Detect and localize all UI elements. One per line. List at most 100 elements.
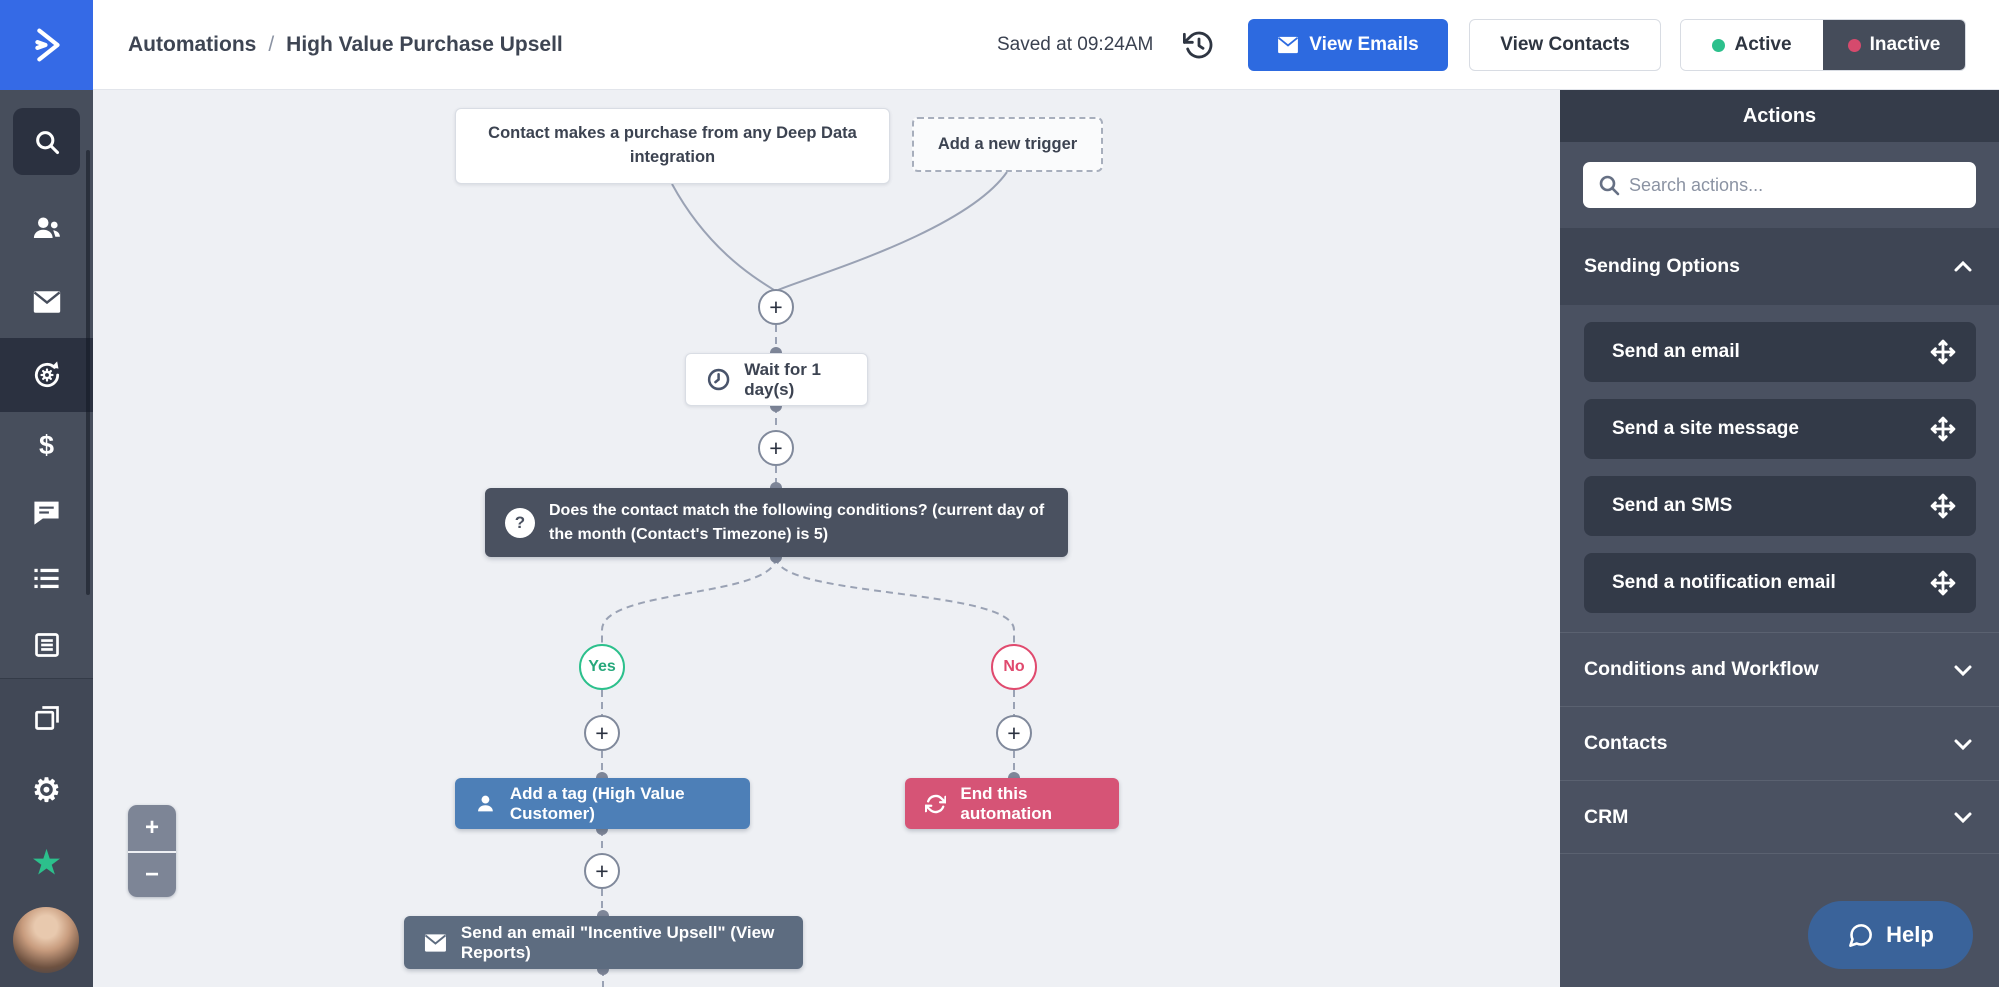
add-new-trigger-label: Add a new trigger: [937, 135, 1078, 153]
view-contacts-button[interactable]: View Contacts: [1469, 19, 1661, 71]
send-email-node[interactable]: Send an email "Incentive Upsell" (View R…: [404, 916, 803, 969]
yes-label: Yes: [588, 658, 616, 675]
actions-search-area: [1560, 142, 1999, 228]
condition-node[interactable]: ? Does the contact match the following c…: [485, 488, 1068, 557]
active-status-dot-icon: [1712, 38, 1726, 52]
wait-node[interactable]: Wait for 1 day(s): [685, 353, 868, 406]
branch-yes-node[interactable]: Yes: [579, 644, 625, 690]
plus-icon: +: [595, 857, 609, 884]
actions-panel-title: Actions: [1560, 90, 1999, 142]
page-title: High Value Purchase Upsell: [286, 33, 563, 56]
plus-icon: +: [769, 293, 783, 320]
sidebar-item-sites[interactable]: [0, 686, 93, 750]
sidebar-item-reports[interactable]: [0, 613, 93, 677]
breadcrumb: Automations / High Value Purchase Upsell: [128, 0, 563, 90]
add-tag-node[interactable]: Add a tag (High Value Customer): [455, 778, 750, 829]
section-label: Sending Options: [1584, 255, 1740, 277]
section-sending-options[interactable]: Sending Options: [1560, 228, 1999, 305]
chevron-down-icon: [1954, 812, 1972, 824]
drag-move-icon: [1930, 493, 1956, 519]
add-new-trigger-button[interactable]: Add a new trigger: [912, 117, 1103, 172]
report-icon: [34, 633, 59, 657]
main-nav-sidebar: $ ⚙ ★: [0, 90, 93, 987]
send-email-node-label: Send an email "Incentive Upsell" (View R…: [460, 922, 775, 962]
drag-move-icon: [1930, 339, 1956, 365]
trigger-node-label: Contact makes a purchase from any Deep D…: [488, 124, 857, 166]
plus-icon: +: [1007, 719, 1021, 746]
toggle-active-option[interactable]: Active: [1681, 20, 1823, 70]
chat-bubble-icon: [1849, 923, 1873, 947]
canvas-zoom-controls: + −: [128, 805, 176, 897]
section-conditions-workflow[interactable]: Conditions and Workflow: [1560, 632, 1999, 706]
action-item-send-notification-email[interactable]: Send a notification email: [1584, 553, 1976, 613]
settings-gear-icon: ⚙: [32, 772, 61, 808]
sidebar-item-lists[interactable]: [0, 546, 93, 610]
sidebar-item-automations[interactable]: [0, 343, 93, 407]
sidebar-item-settings[interactable]: ⚙: [0, 758, 93, 822]
history-icon: [1182, 31, 1213, 59]
sidebar-item-campaigns[interactable]: [0, 270, 93, 334]
sidebar-item-conversations[interactable]: [0, 480, 93, 544]
add-step-button-yes[interactable]: +: [584, 715, 620, 751]
minus-icon: −: [144, 861, 159, 888]
action-item-label: Send an email: [1612, 341, 1740, 362]
section-label: CRM: [1584, 805, 1629, 828]
help-label: Help: [1886, 922, 1934, 947]
add-step-button-no[interactable]: +: [996, 715, 1032, 751]
action-item-send-sms[interactable]: Send an SMS: [1584, 476, 1976, 536]
flow-canvas[interactable]: Contact makes a purchase from any Deep D…: [93, 90, 1560, 987]
question-mark-icon: ?: [505, 507, 535, 538]
sidebar-item-upgrade[interactable]: ★: [0, 830, 93, 894]
add-step-button-3[interactable]: +: [584, 853, 620, 889]
help-button[interactable]: Help: [1808, 901, 1973, 969]
sidebar-item-search[interactable]: [13, 108, 80, 175]
add-step-button-1[interactable]: +: [758, 289, 794, 325]
sidebar-item-contacts[interactable]: [0, 196, 93, 260]
envelope-icon: [1278, 36, 1299, 54]
inactive-status-dot-icon: [1847, 38, 1861, 52]
chevron-down-icon: [1954, 739, 1972, 750]
drag-move-icon: [1930, 416, 1956, 442]
condition-node-label: Does the contact match the following con…: [549, 501, 1045, 543]
deals-icon: $: [38, 429, 55, 460]
action-item-label: Send an SMS: [1612, 495, 1733, 516]
chevron-down-icon: [1954, 665, 1972, 676]
end-automation-label: End this automation: [960, 783, 1052, 823]
sidebar-scrollbar[interactable]: [86, 150, 90, 595]
section-contacts[interactable]: Contacts: [1560, 706, 1999, 780]
active-label: Active: [1734, 34, 1792, 55]
drag-move-icon: [1930, 570, 1956, 596]
inactive-label: Inactive: [1869, 34, 1941, 55]
star-icon: ★: [32, 844, 61, 880]
action-item-send-site-message[interactable]: Send a site message: [1584, 399, 1976, 459]
breadcrumb-separator: /: [268, 33, 275, 56]
trigger-node-deep-data-purchase[interactable]: Contact makes a purchase from any Deep D…: [455, 108, 890, 184]
top-header: Automations / High Value Purchase Upsell…: [0, 0, 1999, 90]
action-item-label: Send a site message: [1612, 418, 1799, 439]
revision-history-button[interactable]: [1182, 29, 1215, 61]
toggle-inactive-option[interactable]: Inactive: [1823, 20, 1965, 70]
search-actions-input[interactable]: [1583, 162, 1976, 208]
end-automation-node[interactable]: End this automation: [905, 778, 1119, 829]
add-step-button-2[interactable]: +: [758, 430, 794, 466]
sidebar-item-deals[interactable]: $: [0, 413, 93, 477]
list-icon: [34, 568, 59, 588]
activecampaign-logo[interactable]: [0, 0, 93, 90]
zoom-out-button[interactable]: −: [128, 851, 176, 897]
chat-icon: [34, 501, 59, 525]
sidebar-active-indicator: [0, 338, 93, 412]
action-item-send-email[interactable]: Send an email: [1584, 322, 1976, 382]
breadcrumb-section[interactable]: Automations: [128, 33, 257, 56]
clock-icon: [707, 368, 730, 391]
section-label: Contacts: [1584, 732, 1668, 754]
contacts-icon: [33, 217, 60, 238]
zoom-in-button[interactable]: +: [128, 805, 176, 851]
saved-status: Saved at 09:24AM: [997, 34, 1154, 55]
envelope-icon: [424, 933, 447, 952]
user-avatar[interactable]: [13, 907, 79, 973]
section-label: Conditions and Workflow: [1584, 658, 1819, 680]
section-crm[interactable]: CRM: [1560, 780, 1999, 854]
email-icon: [33, 291, 60, 313]
view-emails-button[interactable]: View Emails: [1248, 19, 1448, 71]
branch-no-node[interactable]: No: [991, 644, 1037, 690]
